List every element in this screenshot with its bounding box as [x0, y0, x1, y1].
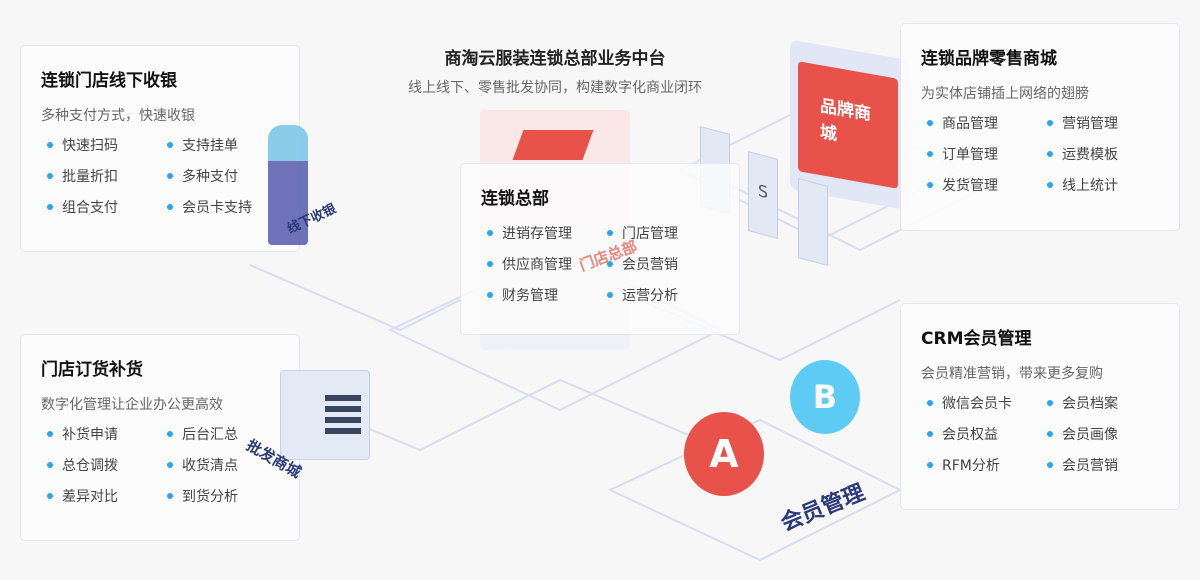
alipay-card-icon: S	[748, 150, 778, 240]
feature-item: 会员权益	[927, 424, 1047, 444]
bullet-icon	[487, 292, 493, 298]
bullet-icon	[607, 261, 613, 267]
page-header: 商淘云服装连锁总部业务中台 线上线下、零售批发协同，构建数字化商业闭环	[380, 44, 730, 97]
feature-item: 收货清点	[167, 455, 287, 475]
feature-item: 微信会员卡	[927, 393, 1047, 413]
scan-card-icon	[798, 177, 828, 267]
bullet-icon	[927, 151, 933, 157]
card-title: 门店订货补货	[41, 360, 143, 380]
bullet-icon	[167, 431, 173, 437]
bullet-icon	[1047, 120, 1053, 126]
member-badge-a: A	[684, 412, 764, 496]
card-subtitle: 数字化管理让企业办公更高效	[41, 397, 223, 413]
bullet-icon	[487, 261, 493, 267]
feature-item: 后台汇总	[167, 424, 287, 444]
feature-item: 财务管理	[487, 285, 607, 305]
feature-item: 到货分析	[167, 486, 287, 506]
feature-item: 组合支付	[47, 197, 167, 217]
bullet-icon	[47, 204, 53, 210]
bullet-icon	[47, 493, 53, 499]
member-badge-b: B	[790, 360, 860, 434]
bullet-icon	[167, 462, 173, 468]
mall-sign: 品牌商城	[798, 61, 898, 189]
feature-item: 商品管理	[927, 113, 1047, 133]
feature-item: 发货管理	[927, 175, 1047, 195]
page-subtitle: 线上线下、零售批发协同，构建数字化商业闭环	[408, 80, 702, 96]
bullet-icon	[47, 462, 53, 468]
card-crm: CRM会员管理 会员精准营销，带来更多复购 微信会员卡 会员档案 会员权益 会员…	[900, 303, 1180, 510]
bullet-icon	[167, 173, 173, 179]
feature-item: 运费模板	[1047, 144, 1167, 164]
bullet-icon	[927, 400, 933, 406]
bullet-icon	[167, 142, 173, 148]
shopper-figure-illustration	[268, 125, 308, 245]
card-title: 连锁门店线下收银	[41, 71, 177, 91]
feature-item: 补货申请	[47, 424, 167, 444]
feature-item: 线上统计	[1047, 175, 1167, 195]
card-title: 连锁总部	[481, 189, 549, 209]
bullet-icon	[167, 493, 173, 499]
feature-item: 门店管理	[607, 223, 727, 243]
feature-item: 会员营销	[607, 254, 727, 274]
feature-item: 进销存管理	[487, 223, 607, 243]
feature-item: 会员卡支持	[167, 197, 287, 217]
card-store-ordering: 门店订货补货 数字化管理让企业办公更高效 补货申请 后台汇总 总仓调拨 收货清点…	[20, 334, 300, 541]
card-headquarters: 连锁总部 进销存管理 门店管理 供应商管理 会员营销 财务管理 运营分析	[460, 163, 740, 335]
feature-item: 快速扫码	[47, 135, 167, 155]
feature-item: 供应商管理	[487, 254, 607, 274]
feature-item: 运营分析	[607, 285, 727, 305]
card-title: 连锁品牌零售商城	[921, 49, 1057, 69]
feature-item: 差异对比	[47, 486, 167, 506]
feature-item: RFM分析	[927, 455, 1047, 475]
bullet-icon	[927, 182, 933, 188]
card-offline-cashier: 连锁门店线下收银 多种支付方式，快速收银 快速扫码 支持挂单 批量折扣 多种支付…	[20, 45, 300, 252]
bullet-icon	[1047, 151, 1053, 157]
bullet-icon	[47, 431, 53, 437]
card-subtitle: 会员精准营销，带来更多复购	[921, 366, 1103, 382]
feature-item: 会员营销	[1047, 455, 1167, 475]
feature-item: 批量折扣	[47, 166, 167, 186]
feature-item: 总仓调拨	[47, 455, 167, 475]
feature-item: 订单管理	[927, 144, 1047, 164]
bullet-icon	[1047, 431, 1053, 437]
bullet-icon	[927, 120, 933, 126]
box-stripes-icon	[325, 395, 361, 435]
bullet-icon	[167, 204, 173, 210]
card-subtitle: 多种支付方式，快速收银	[41, 108, 195, 124]
bullet-icon	[487, 230, 493, 236]
page-title: 商淘云服装连锁总部业务中台	[444, 49, 666, 69]
bullet-icon	[1047, 400, 1053, 406]
bullet-icon	[607, 292, 613, 298]
hq-roof-icon	[512, 130, 594, 160]
bullet-icon	[47, 142, 53, 148]
bullet-icon	[927, 462, 933, 468]
bullet-icon	[1047, 182, 1053, 188]
bullet-icon	[927, 431, 933, 437]
bullet-icon	[1047, 462, 1053, 468]
feature-item: 支持挂单	[167, 135, 287, 155]
feature-item: 营销管理	[1047, 113, 1167, 133]
card-subtitle: 为实体店铺插上网络的翅膀	[921, 86, 1089, 102]
card-title: CRM会员管理	[921, 329, 1032, 349]
bullet-icon	[47, 173, 53, 179]
feature-item: 多种支付	[167, 166, 287, 186]
feature-item: 会员档案	[1047, 393, 1167, 413]
bullet-icon	[607, 230, 613, 236]
card-retail-mall: 连锁品牌零售商城 为实体店铺插上网络的翅膀 商品管理 营销管理 订单管理 运费模…	[900, 23, 1180, 231]
feature-item: 会员画像	[1047, 424, 1167, 444]
